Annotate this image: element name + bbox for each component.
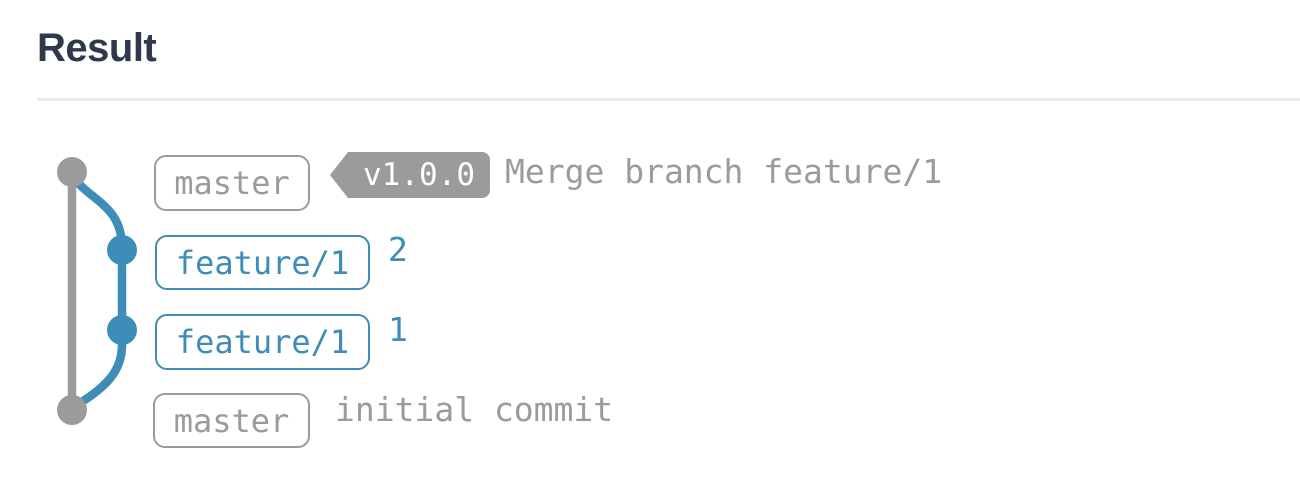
commit-message-2: 2 — [388, 230, 408, 269]
section-divider — [37, 98, 1300, 101]
commit-dot-initial — [57, 395, 87, 425]
branch-label-text: master — [173, 401, 290, 440]
tag-badge: v1.0.0 — [330, 152, 490, 198]
branch-label-master-initial: master — [153, 393, 310, 448]
page-title: Result — [37, 26, 157, 70]
commit-dot-1 — [107, 315, 137, 345]
branch-label-master-merge: master — [154, 155, 310, 211]
commit-message-1: 1 — [388, 310, 408, 349]
branch-label-text: feature/1 — [175, 243, 350, 282]
branch-label-text: feature/1 — [175, 323, 350, 361]
branch-label-feature-1: feature/1 — [155, 314, 370, 370]
feature-branch-line — [67, 171, 127, 413]
commit-message-merge: Merge branch feature/1 — [505, 152, 943, 191]
branch-label-text: master — [174, 164, 290, 202]
commit-dot-merge — [57, 157, 87, 187]
commit-message-initial: initial commit — [335, 390, 614, 429]
tag-label: v1.0.0 — [348, 152, 490, 198]
commit-dot-2 — [107, 235, 137, 265]
tag-notch-icon — [330, 152, 348, 198]
branch-label-feature-2: feature/1 — [155, 235, 370, 290]
